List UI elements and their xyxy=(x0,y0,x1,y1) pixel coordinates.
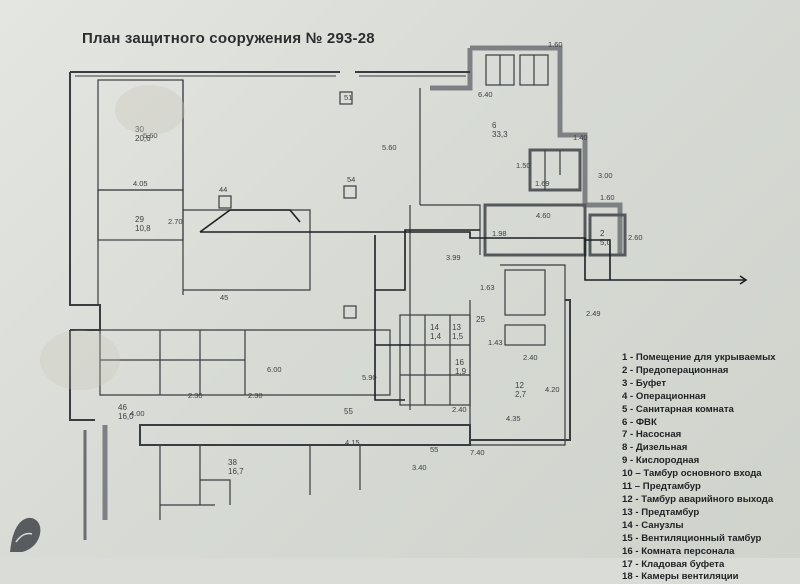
dim-label: 5.60 xyxy=(143,131,158,140)
legend-item: 10 – Тамбур основного входа xyxy=(622,468,762,480)
room-label: 25 xyxy=(476,315,485,324)
marker-label: 51 xyxy=(344,93,352,102)
legend-item: 1 - Помещение для укрываемых xyxy=(622,352,776,363)
legend-item: 6 - ФВК xyxy=(622,416,657,428)
column-1 xyxy=(343,185,357,199)
dim-label: 6.40 xyxy=(478,90,493,99)
column-3 xyxy=(218,195,232,209)
dim-label: 4.20 xyxy=(545,385,560,394)
dim-label: 3.99 xyxy=(446,253,461,262)
legend-item: 5 - Санитарная комната xyxy=(622,403,734,415)
legend-item: 4 - Операционная xyxy=(622,390,706,402)
dim-label: 6.00 xyxy=(267,365,282,374)
dim-label: 2.60 xyxy=(628,233,643,242)
stamp-icon xyxy=(10,517,41,552)
dim-label: 2.30 xyxy=(248,391,263,400)
legend-item: 17 - Кладовая буфета xyxy=(622,558,725,570)
dim-label: 4.15 xyxy=(345,438,360,447)
legend-item: 9 - Кислородная xyxy=(622,455,700,467)
legend-item: 15 - Вентиляционный тамбур xyxy=(622,532,762,544)
dim-label: 5.60 xyxy=(382,143,397,152)
dim-label: 4.00 xyxy=(130,409,145,418)
legend-item: 3 - Буфет xyxy=(622,377,667,389)
page-title: План защитного сооружения № 293-28 xyxy=(82,30,375,47)
legend-item: 11 – Предтамбур xyxy=(622,481,701,493)
legend-item: 12 - Тамбур аварийного выхода xyxy=(622,493,774,505)
dim-label: 3.40 xyxy=(412,463,427,472)
legend-item: 8 - Дизельная xyxy=(622,442,688,454)
flow-line-main xyxy=(200,231,745,281)
dim-label: 2.70 xyxy=(168,217,183,226)
dim-label: 2.40 xyxy=(523,353,538,362)
dim-label: 2.40 xyxy=(452,405,467,414)
ventilation-block xyxy=(483,203,587,257)
legend-item: 18 - Камеры вентиляции xyxy=(622,571,739,583)
dim-label: 3.00 xyxy=(598,171,613,180)
outer-wall-top-right xyxy=(470,45,623,255)
dim-label: 1.63 xyxy=(480,283,495,292)
dim-label: 1.60 xyxy=(600,193,615,202)
marker-label: 44 xyxy=(219,185,227,194)
legend: 1 - Помещение для укрываемых 2 - Предопе… xyxy=(622,352,794,584)
dim-label: 2.49 xyxy=(586,309,601,318)
marker-label: 54 xyxy=(347,175,355,184)
dim-label: 4.05 xyxy=(133,179,148,188)
marker-label: 55 xyxy=(430,445,438,454)
column-2 xyxy=(343,305,357,319)
floor-plan: 1.60 6.40 1.40 1.50 3.00 1.60 4.60 2.60 … xyxy=(69,40,748,540)
outer-wall-stair xyxy=(430,48,473,91)
dim-label: 1.43 xyxy=(488,338,503,347)
dim-label: 1.40 xyxy=(573,133,588,142)
dim-label: 2.30 xyxy=(188,391,203,400)
legend-item: 13 - Предтамбур xyxy=(622,506,700,518)
dim-label: 4.60 xyxy=(536,211,551,220)
dim-label: 1.98 xyxy=(492,229,507,238)
dim-label: 1.69 xyxy=(535,179,550,188)
legend-item: 14 - Санузлы xyxy=(622,519,684,531)
dim-label: 7.40 xyxy=(470,448,485,457)
dim-label: 1.50 xyxy=(516,161,531,170)
dim-label: 4.35 xyxy=(506,414,521,423)
room-label: 55 xyxy=(344,407,353,416)
dim-label: 1.60 xyxy=(548,40,563,49)
dim-label: 5.90 xyxy=(362,373,377,382)
column-4 xyxy=(339,91,353,105)
legend-item: 2 - Предоперационная xyxy=(622,364,729,376)
marker-label: 45 xyxy=(220,293,228,302)
legend-item: 16 - Комната персонала xyxy=(622,545,735,557)
legend-item: 7 - Насосная xyxy=(622,429,682,441)
